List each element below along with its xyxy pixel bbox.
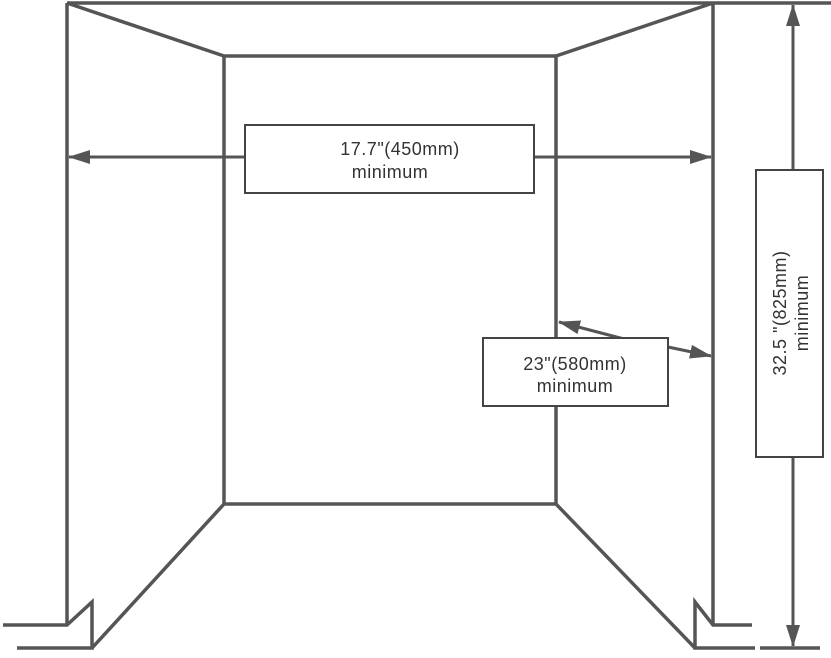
right-floor-break [693,596,755,650]
cabinet-outline [3,1,831,650]
height-label-box: 32.5 "(825mm) minimum [755,169,824,458]
depth-arrow-front [667,344,712,359]
height-qualifier: minimum [792,275,812,352]
width-qualifier: minimum [352,162,429,182]
height-value: 32.5 "(825mm) [770,251,790,376]
left-floor-break [3,598,94,650]
depth-label-box: 23"(580mm) minimum [482,337,669,407]
depth-qualifier: minimum [537,376,614,396]
width-label-box: 17.7"(450mm) minimum [244,124,535,194]
dimension-lines [68,4,800,647]
width-value: 17.7"(450mm) [340,139,459,159]
back-wall [222,54,558,506]
depth-value: 23"(580mm) [523,354,626,374]
